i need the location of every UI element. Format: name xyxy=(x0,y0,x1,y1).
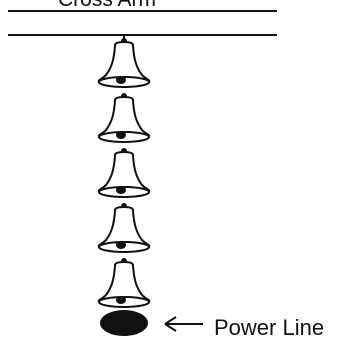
insulator-pin xyxy=(116,131,126,139)
cross-arm xyxy=(8,10,277,36)
insulator-pin xyxy=(116,241,126,249)
insulator-bell-body xyxy=(97,260,151,303)
insulator-bell xyxy=(97,203,151,253)
insulator-bell-body xyxy=(97,150,151,193)
insulator-bell-body xyxy=(97,40,151,83)
insulator-bell xyxy=(97,93,151,143)
cross-arm-label: Cross Arm xyxy=(58,0,156,12)
insulator-pin xyxy=(116,186,126,194)
insulator-bell-body xyxy=(97,205,151,248)
insulator-bell xyxy=(97,38,151,88)
power-line-conductor xyxy=(100,310,148,336)
left-arrow-icon xyxy=(164,316,203,332)
insulator-bell-body xyxy=(97,95,151,138)
insulator-pin xyxy=(116,76,126,84)
power-line-label: Power Line xyxy=(214,315,325,340)
insulator-bell xyxy=(97,148,151,198)
insulator-bell xyxy=(97,258,151,308)
insulator-string xyxy=(97,35,151,308)
insulator-pin xyxy=(116,296,126,304)
